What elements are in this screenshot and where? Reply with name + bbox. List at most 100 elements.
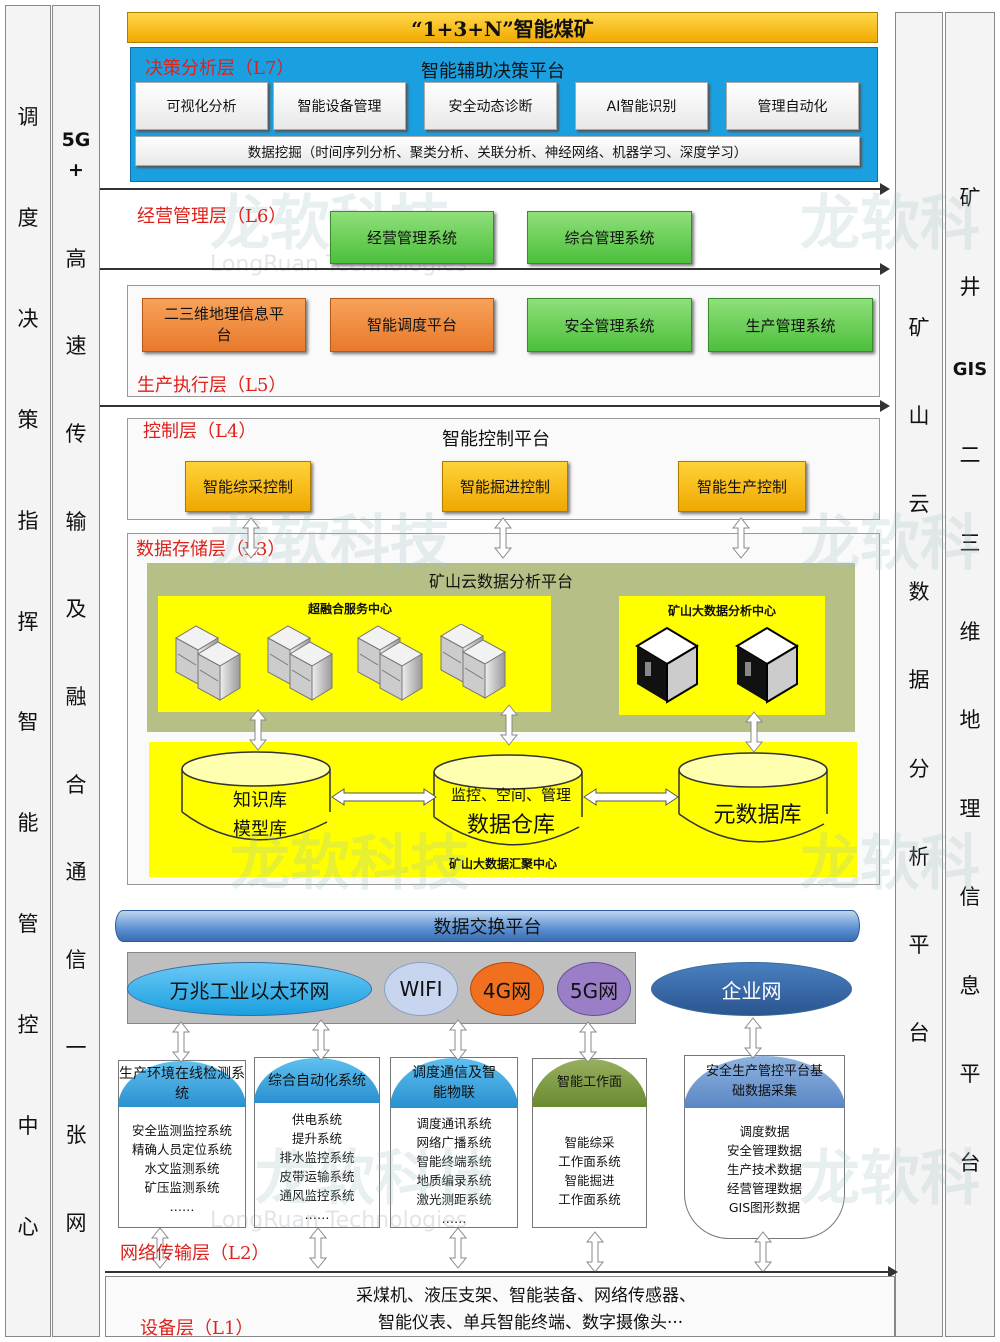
5g-network-column: 5G+ 高速传输及融合通信一张网 [52,5,100,1337]
l3-label: 数据存储层（L3） [136,539,286,560]
tunneling-control-box: 智能掘进控制 [442,461,568,512]
col-char: 中 [17,1113,39,1138]
l7-label: 决策分析层（L7） [145,58,295,79]
subsystem-smart-face: 智能工作面 智能综采工作面系统智能掘进工作面系统 [532,1058,647,1228]
main-title: “1+3+N”智能煤矿 [127,12,878,43]
subsystem-item: 安全监测监控系统 [131,1123,232,1138]
4g-network: 4G网 [470,962,544,1016]
col-char: 分 [908,756,930,781]
metadata-db-label: 元数据库 [713,803,802,828]
device-list-line1: 采煤机、液压支架、智能装备、网络传感器、 [356,1286,696,1306]
col-char: 矿 [959,186,981,211]
safety-diagnosis-button[interactable]: 安全动态诊断 [424,82,557,130]
col-char: 信 [959,885,981,910]
subsystem-item: 水文监测系统 [144,1161,220,1176]
col-char: 能 [17,811,39,836]
col-char: 山 [908,404,930,429]
col-char: 网 [65,1211,87,1236]
subsystem-title: 生产环境在线检测系统 [118,1061,246,1107]
subsystem-title: 安全生产管控平台基础数据采集 [684,1056,845,1108]
col-char: 决 [17,307,39,332]
data-mining-bar: 数据挖掘（时间序列分析、聚类分析、关联分析、神经网络、机器学习、深度学习） [135,136,860,166]
hyper-title: 超融合服务中心 [308,602,393,616]
l1-label: 设备层（L1） [140,1318,254,1339]
integrated-management-system: 综合管理系统 [527,211,692,264]
industrial-ethernet: 万兆工业以太环网 [127,962,372,1016]
col-char: 策 [17,407,39,432]
col-char: 平 [908,932,930,957]
layer-divider [100,263,890,275]
subsystem-item: 精确人员定位系统 [131,1142,232,1157]
l6-label: 经营管理层（L6） [137,206,287,227]
hyperconverged-center: 超融合服务中心 [158,596,551,712]
subsystem-item: 激光测距系统 [416,1192,492,1207]
col-char: 维 [959,619,981,644]
col-char: 台 [959,1150,981,1175]
col-char: 及 [65,597,87,622]
col-char: 合 [65,772,87,797]
subsystem-item: 智能综采 [564,1135,615,1150]
col-char: 张 [65,1123,87,1148]
management-automation-button[interactable]: 管理自动化 [726,82,859,130]
col-char: 析 [908,844,930,869]
l2-label: 网络传输层（L2） [120,1243,270,1264]
subsystem-automation: 综合自动化系统 供电系统提升系统排水监控系统皮带运输系统通风监控系统…… [254,1057,380,1228]
subsystem-item: 工作面系统 [558,1192,621,1207]
wifi-network: WIFI [384,962,458,1016]
production-control-box: 智能生产控制 [678,461,806,512]
subsystem-title: 智能工作面 [532,1059,647,1107]
production-management-system: 生产管理系统 [708,298,873,352]
visual-analysis-button[interactable]: 可视化分析 [135,82,268,130]
device-management-button[interactable]: 智能设备管理 [273,82,406,130]
dispatch-center-column: 调度决策指挥智能管控中心 [5,5,51,1337]
col-char: 通 [65,860,87,885]
subsystem-item: 通风监控系统 [279,1188,355,1203]
subsystem-item: 排水监控系统 [279,1150,355,1165]
col-char: 心 [17,1214,39,1239]
subsystem-item: 智能掘进 [564,1173,615,1188]
subsystem-item: 皮带运输系统 [279,1169,355,1184]
subsystem-item: 智能终端系统 [416,1154,492,1169]
col-char: 平 [959,1062,981,1087]
col-char: 矿 [908,316,930,341]
subsystem-item: 提升系统 [291,1131,342,1146]
col-char: 指 [17,508,39,533]
col-char: 输 [65,509,87,534]
col-char: 地 [959,708,981,733]
knowledge-db: 知识库模型库 [210,786,310,844]
subsystem-item: 调度通讯系统 [416,1116,492,1131]
col-char: 调 [17,105,39,130]
col-char: 速 [65,334,87,359]
layer-divider [105,1266,898,1278]
subsystem-item: 安全管理数据 [726,1143,802,1158]
col-char: 数 [908,580,930,605]
l4-label: 控制层（L4） [143,421,257,442]
col-char: 三 [959,531,981,556]
warehouse-label: 数据仓库 [466,813,555,838]
col-char: 管 [17,912,39,937]
subsystem-item: 地质编录系统 [416,1173,492,1188]
col-char: 一 [65,1035,87,1060]
subsystem-item: …… [441,1211,467,1226]
business-management-system: 经营管理系统 [330,211,494,264]
5g-head: 5G+ [62,125,91,185]
subsystem-item: 经营管理数据 [726,1181,802,1196]
subsystem-item: …… [169,1199,195,1214]
l5-label: 生产执行层（L5） [137,375,287,396]
col-char: 井 [959,274,981,299]
subsystem-item: 生产技术数据 [726,1162,802,1177]
model-label: 模型库 [233,819,287,840]
cloud-platform-column: 矿山云数据分析平台 [895,12,943,1337]
col-char: 度 [17,206,39,231]
safety-management-system: 安全管理系统 [527,298,692,352]
5g-network: 5G网 [557,962,631,1016]
subsystem-title: 调度通信及智能物联 [390,1058,518,1108]
gis-platform-box: 二三维地理信息平台 [142,298,306,352]
col-char: 信 [65,948,87,973]
col-char: 智 [17,710,39,735]
col-char: 云 [908,492,930,517]
ai-recognition-button[interactable]: AI智能识别 [575,82,708,130]
col-char: 挥 [17,609,39,634]
col-char: 高 [65,246,87,271]
subsystem-item: 调度数据 [739,1124,790,1139]
